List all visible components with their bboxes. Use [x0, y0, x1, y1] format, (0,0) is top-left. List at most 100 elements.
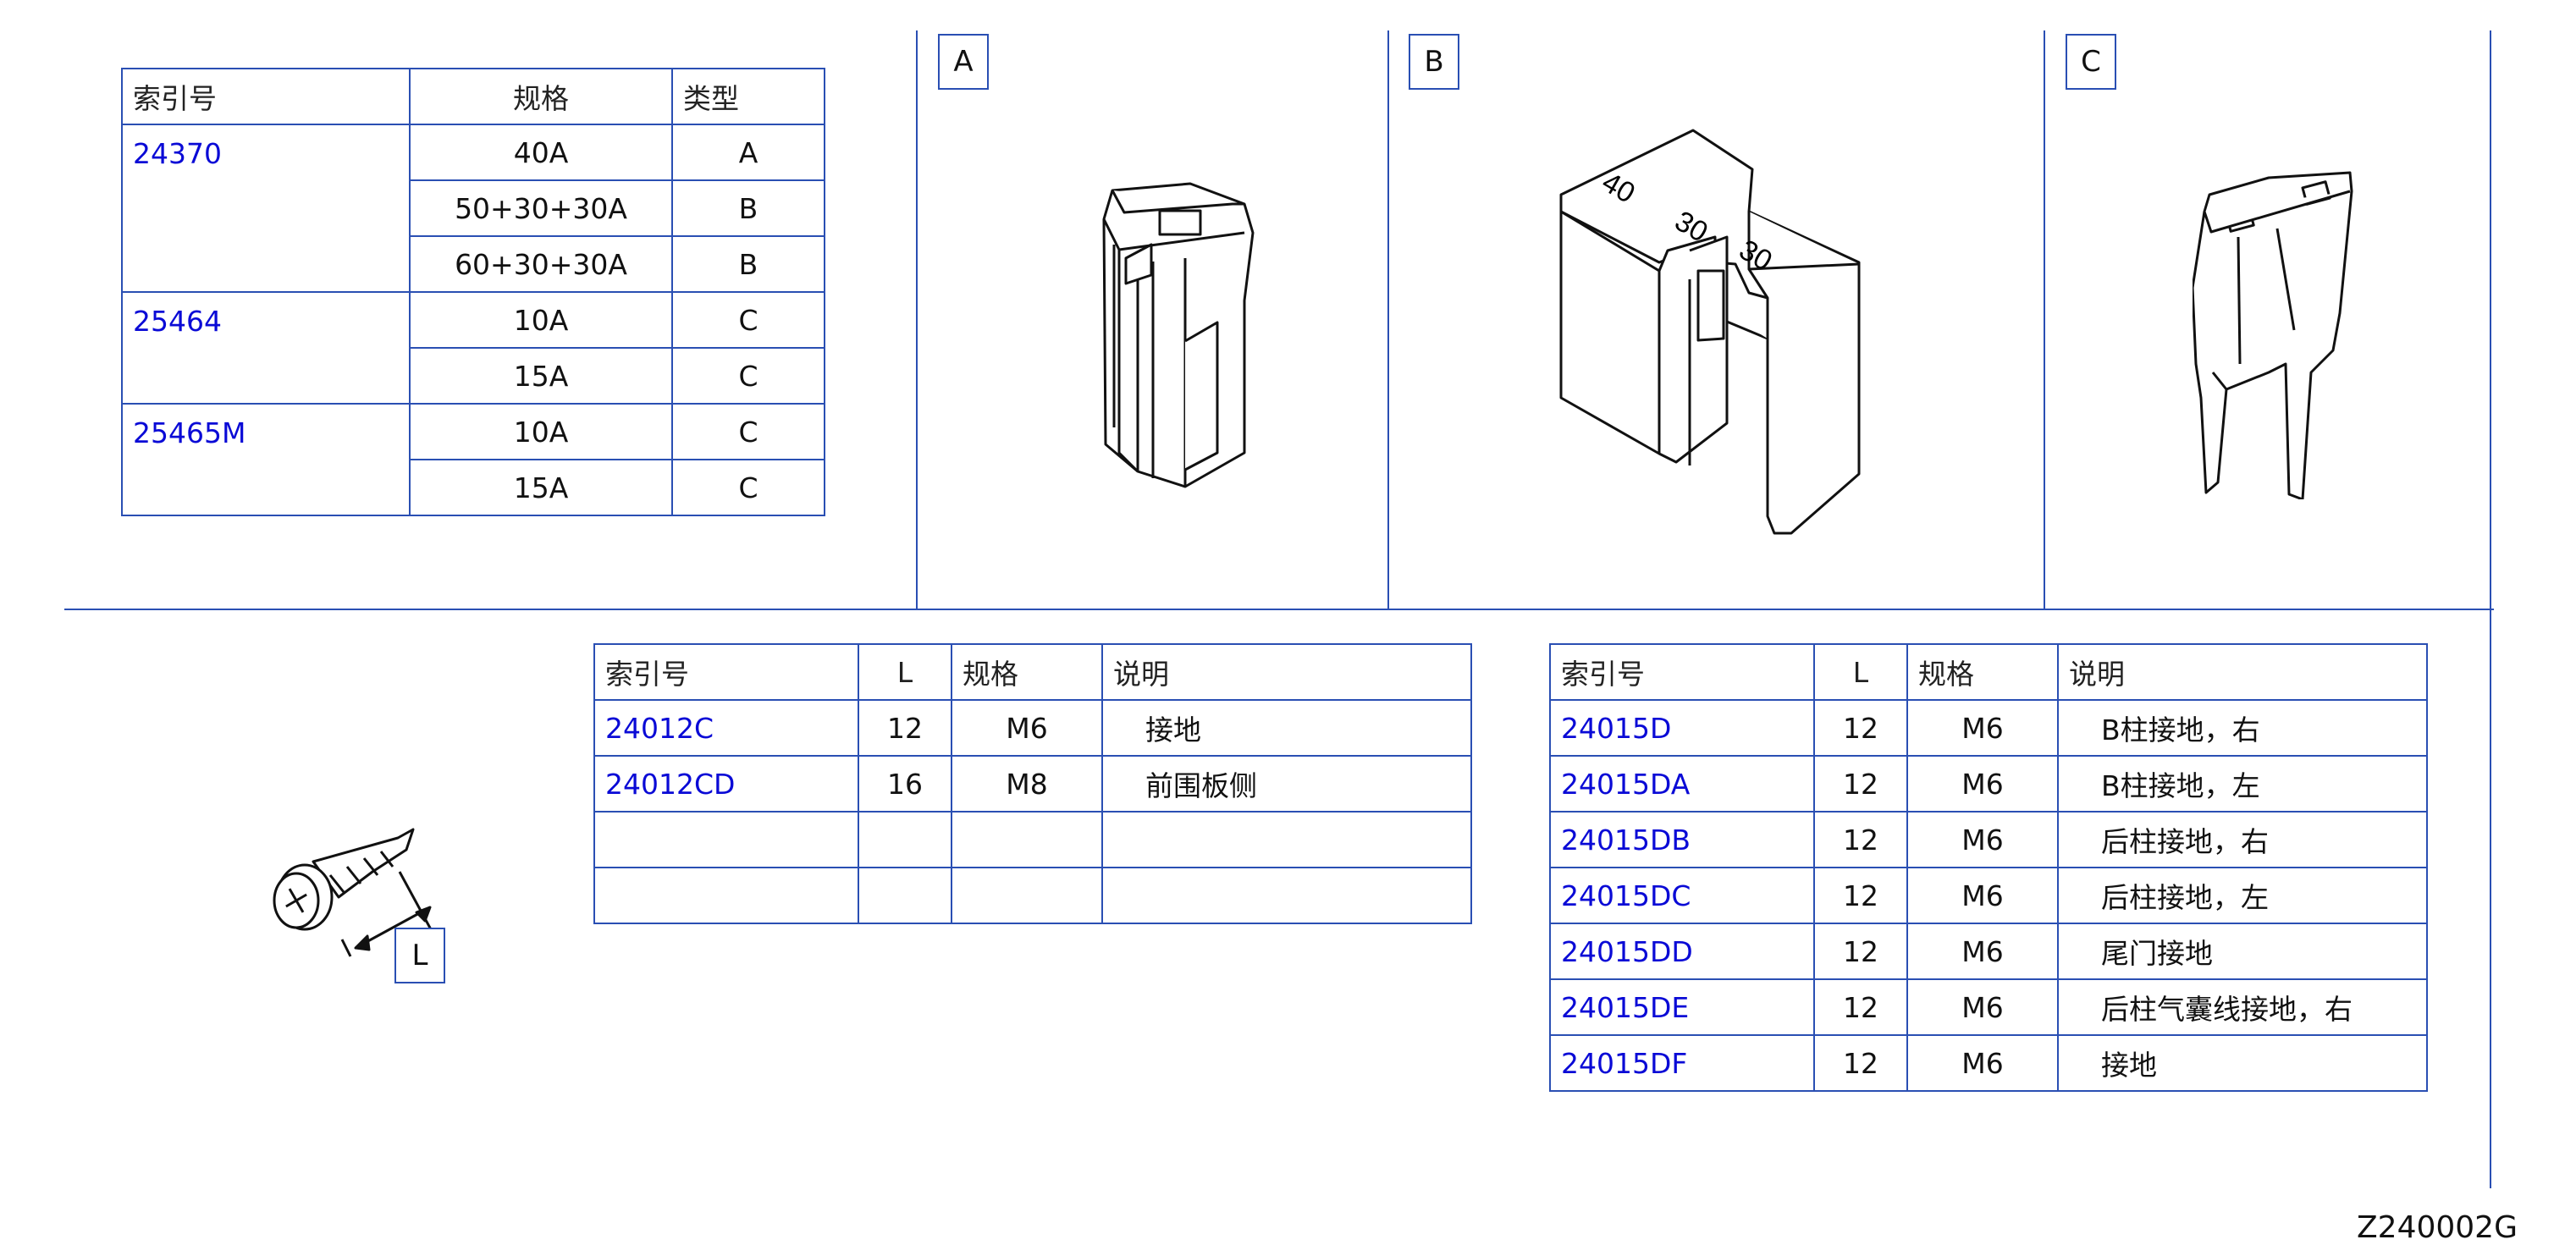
spec-cell: 10A [409, 403, 673, 460]
divider-vertical-3 [2044, 30, 2045, 609]
spec-cell: 10A [409, 291, 673, 349]
fuse-type-c-label: C [2066, 34, 2116, 90]
part-number-link[interactable]: 25464 [121, 291, 411, 405]
desc-cell: 接地 [1101, 699, 1472, 757]
table-row: 50+30+30A B [122, 179, 825, 237]
desc-cell: 前围板侧 [1101, 755, 1472, 813]
spec-cell: M6 [951, 699, 1103, 757]
spec-cell: M6 [1906, 1034, 2059, 1092]
header-length: L [1813, 643, 1908, 701]
header-length: L [858, 643, 952, 701]
part-number-link[interactable]: 24012C [593, 699, 859, 757]
table-row: 25464 10A C [121, 291, 825, 405]
header-spec: 规格 [951, 643, 1103, 701]
type-cell: A [671, 124, 825, 181]
length-cell: 12 [1813, 867, 1908, 924]
table-row: 24012CD 16 M8 前围板侧 [593, 755, 1472, 813]
spec-cell: M6 [1906, 811, 2059, 868]
desc-cell: B柱接地，右 [2057, 699, 2428, 757]
part-number-link[interactable]: 24370 [121, 124, 411, 293]
header-index: 索引号 [1549, 643, 1815, 701]
fuse-type-b-label: B [1409, 34, 1459, 90]
part-number-link[interactable]: 24012CD [593, 755, 859, 813]
part-number-link[interactable]: 24015DE [1549, 978, 1815, 1036]
empty-cell [858, 811, 952, 868]
header-desc: 说明 [2057, 643, 2428, 701]
desc-cell: 后柱接地，右 [2057, 811, 2428, 868]
spec-cell: 40A [409, 124, 673, 181]
bolt-table-right: 索引号 L 规格 说明 24015D 12 M6 B柱接地，右 24015DA … [1549, 643, 2428, 1092]
header-index: 索引号 [593, 643, 859, 701]
spec-cell: M6 [1906, 978, 2059, 1036]
length-cell: 12 [1813, 755, 1908, 813]
length-cell: 12 [858, 699, 952, 757]
spec-cell: 15A [409, 459, 673, 516]
table-header-row: 索引号 L 规格 说明 [1549, 643, 2428, 701]
header-index: 索引号 [121, 68, 411, 125]
header-spec: 规格 [409, 68, 673, 125]
spec-cell: 15A [409, 347, 673, 405]
part-number-link[interactable]: 24015DB [1549, 811, 1815, 868]
type-cell: C [671, 459, 825, 516]
empty-cell [1101, 811, 1472, 868]
bolt-table-left: 索引号 L 规格 说明 24012C 12 M6 接地 24012CD 16 M… [593, 643, 1472, 924]
fuse-c-illustration [2193, 171, 2353, 499]
spec-cell: M8 [951, 755, 1103, 813]
table-row [593, 867, 1472, 924]
divider-horizontal [64, 609, 2494, 610]
table-row [593, 811, 1472, 868]
spec-cell: M6 [1906, 755, 2059, 813]
type-cell: B [671, 235, 825, 293]
length-cell: 16 [858, 755, 952, 813]
desc-cell: B柱接地，左 [2057, 755, 2428, 813]
empty-cell [593, 811, 859, 868]
length-cell: 12 [1813, 1034, 1908, 1092]
type-cell: C [671, 347, 825, 405]
header-spec: 规格 [1906, 643, 2059, 701]
type-cell: C [671, 403, 825, 460]
empty-cell [1101, 867, 1472, 924]
table-row: 24015DD 12 M6 尾门接地 [1549, 923, 2428, 980]
table-row: 24012C 12 M6 接地 [593, 699, 1472, 757]
table-row: 25465M 10A C [121, 403, 825, 516]
spec-cell: M6 [1906, 923, 2059, 980]
table-header-row: 索引号 规格 类型 [121, 68, 825, 125]
spec-cell: 50+30+30A [409, 179, 673, 237]
table-row: 15A C [122, 347, 825, 405]
bolt-length-label: L [394, 928, 445, 983]
fuse-table: 索引号 规格 类型 24370 40A A 50+30+30A B 60+30+… [121, 68, 825, 516]
table-row: 24370 40A A [121, 124, 825, 293]
part-number-link[interactable]: 24015D [1549, 699, 1815, 757]
fuse-type-a-label: A [938, 34, 989, 90]
desc-cell: 后柱接地，左 [2057, 867, 2428, 924]
figure-code: Z240002G [2357, 1210, 2518, 1245]
desc-cell: 接地 [2057, 1034, 2428, 1092]
bolt-illustration [273, 828, 433, 957]
empty-cell [593, 867, 859, 924]
header-desc: 说明 [1101, 643, 1472, 701]
part-number-link[interactable]: 24015DD [1549, 923, 1815, 980]
empty-cell [951, 867, 1103, 924]
table-header-row: 索引号 L 规格 说明 [593, 643, 1472, 701]
divider-vertical-2 [1387, 30, 1389, 609]
empty-cell [858, 867, 952, 924]
type-cell: B [671, 179, 825, 237]
part-number-link[interactable]: 24015DF [1549, 1034, 1815, 1092]
table-row: 24015DE 12 M6 后柱气囊线接地，右 [1549, 978, 2428, 1036]
table-row: 24015DF 12 M6 接地 [1549, 1034, 2428, 1092]
spec-cell: M6 [1906, 867, 2059, 924]
part-number-link[interactable]: 25465M [121, 403, 411, 516]
fuse-a-illustration [1102, 182, 1255, 488]
divider-vertical-1 [916, 30, 918, 609]
divider-vertical-right [2490, 30, 2491, 1188]
part-number-link[interactable]: 24015DA [1549, 755, 1815, 813]
part-number-link[interactable]: 24015DC [1549, 867, 1815, 924]
length-cell: 12 [1813, 811, 1908, 868]
fuse-b-illustration: 40 30 30 [1559, 129, 1861, 535]
type-cell: C [671, 291, 825, 349]
desc-cell: 后柱气囊线接地，右 [2057, 978, 2428, 1036]
table-row: 24015DB 12 M6 后柱接地，右 [1549, 811, 2428, 868]
table-row: 24015DC 12 M6 后柱接地，左 [1549, 867, 2428, 924]
spec-cell: 60+30+30A [409, 235, 673, 293]
empty-cell [951, 811, 1103, 868]
